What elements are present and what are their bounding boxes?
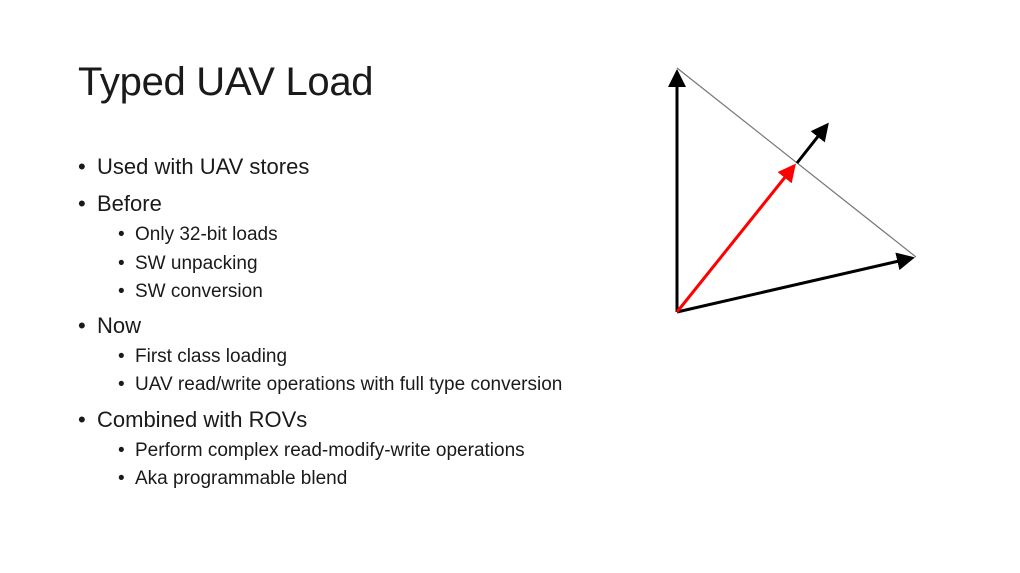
sub-bullet: First class loading (118, 346, 287, 368)
sub-bullet-text: Aka programmable blend (135, 468, 348, 489)
slide-title: Typed UAV Load (78, 60, 374, 104)
sub-bullet: Perform complex read-modify-write operat… (118, 440, 525, 462)
sub-bullet: Only 32-bit loads (118, 224, 278, 246)
bullet-text: Now (97, 313, 142, 338)
bullet: Used with UAV stores (78, 154, 309, 180)
bullet-text: Combined with ROVs (97, 407, 308, 432)
sub-bullet: UAV read/write operations with full type… (118, 374, 562, 396)
sub-bullet-text: Perform complex read-modify-write operat… (135, 440, 525, 461)
normal-extension-arrow (795, 122, 829, 164)
sub-bullet-text: First class loading (135, 346, 288, 367)
sub-bullet-text: SW unpacking (135, 253, 258, 274)
sub-bullet-text: UAV read/write operations with full type… (135, 374, 563, 395)
sub-bullet-text: Only 32-bit loads (135, 224, 278, 245)
bullet: Now (78, 313, 141, 339)
bullet-text: Before (97, 191, 162, 216)
sub-bullet: Aka programmable blend (118, 468, 347, 490)
sub-bullet: SW unpacking (118, 253, 258, 275)
horizontal-axis-arrow (676, 252, 915, 314)
red-vector-arrow (675, 163, 796, 313)
sub-bullet: SW conversion (118, 281, 263, 303)
sub-bullet-text: SW conversion (135, 281, 263, 302)
bullet-text: Used with UAV stores (97, 154, 310, 179)
bullet: Combined with ROVs (78, 407, 307, 433)
bullet: Before (78, 191, 162, 217)
